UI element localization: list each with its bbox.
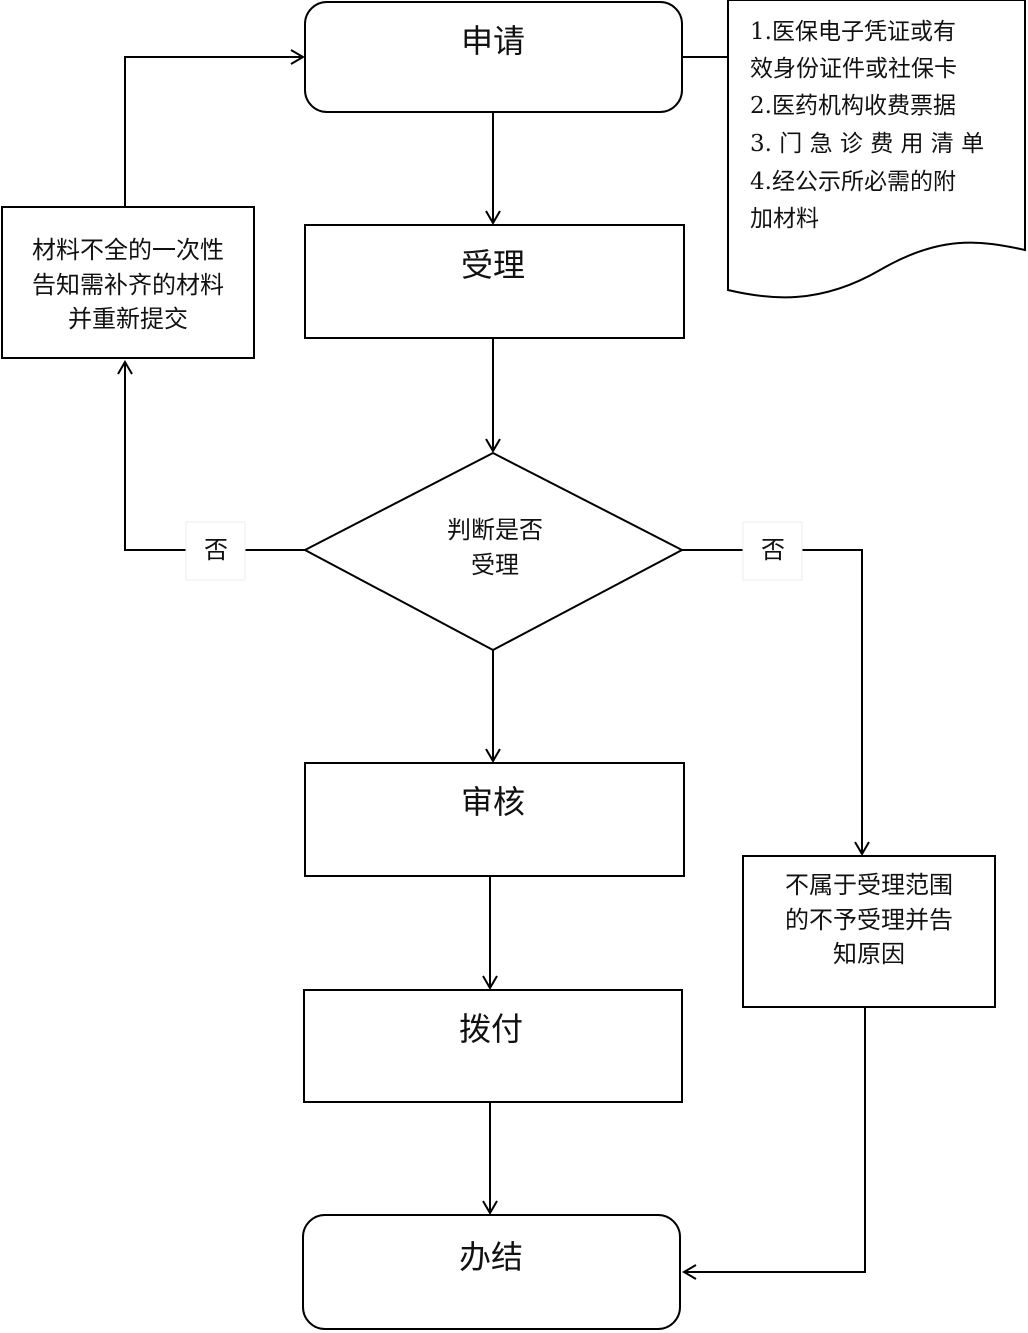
node-accept-label: 受理	[461, 246, 525, 284]
node-finish-label: 办结	[459, 1238, 523, 1276]
node-apply: 申请	[304, 1, 683, 113]
node-apply-label: 申请	[461, 22, 525, 60]
node-decision: 判断是否 受理	[302, 451, 685, 652]
arrow-decision-to-reject	[682, 549, 870, 856]
node-reject-label: 的不予受理并告	[785, 906, 953, 934]
label-no-left-text: 否	[204, 536, 228, 564]
arrow-resubmit-to-apply	[124, 49, 305, 207]
materials-line: 加材料	[750, 206, 819, 232]
materials-document: 1.医保电子凭证或有 效身份证件或社保卡 2.医药机构收费票据 3. 门 急 诊…	[727, 0, 1026, 299]
node-reject-label: 知原因	[833, 940, 905, 968]
label-no-right-text: 否	[761, 536, 785, 564]
node-reject-label: 不属于受理范围	[785, 871, 953, 899]
node-decision-label: 受理	[471, 551, 519, 579]
node-decision-label: 判断是否	[447, 516, 543, 544]
arrow-reject-to-finish	[682, 1007, 866, 1280]
node-resubmit-label: 告知需补齐的材料	[32, 271, 224, 299]
materials-line: 4.经公示所必需的附	[750, 169, 956, 195]
node-pay-label: 拨付	[459, 1010, 523, 1048]
label-no-right: 否	[742, 521, 803, 581]
node-resubmit: 材料不全的一次性 告知需补齐的材料 并重新提交	[1, 206, 255, 359]
node-reject: 不属于受理范围 的不予受理并告 知原因	[742, 855, 996, 1008]
materials-line: 2.医药机构收费票据	[750, 93, 956, 119]
node-finish: 办结	[302, 1214, 681, 1330]
node-accept: 受理	[304, 224, 685, 339]
node-resubmit-label: 并重新提交	[68, 305, 188, 333]
node-review: 审核	[304, 762, 685, 877]
label-no-left: 否	[185, 521, 246, 581]
materials-line: 1.医保电子凭证或有	[750, 19, 956, 45]
node-resubmit-label: 材料不全的一次性	[32, 236, 224, 264]
node-pay: 拨付	[303, 989, 683, 1103]
node-review-label: 审核	[461, 783, 525, 821]
materials-line: 效身份证件或社保卡	[750, 56, 957, 82]
materials-line: 3. 门 急 诊 费 用 清 单	[750, 131, 984, 157]
